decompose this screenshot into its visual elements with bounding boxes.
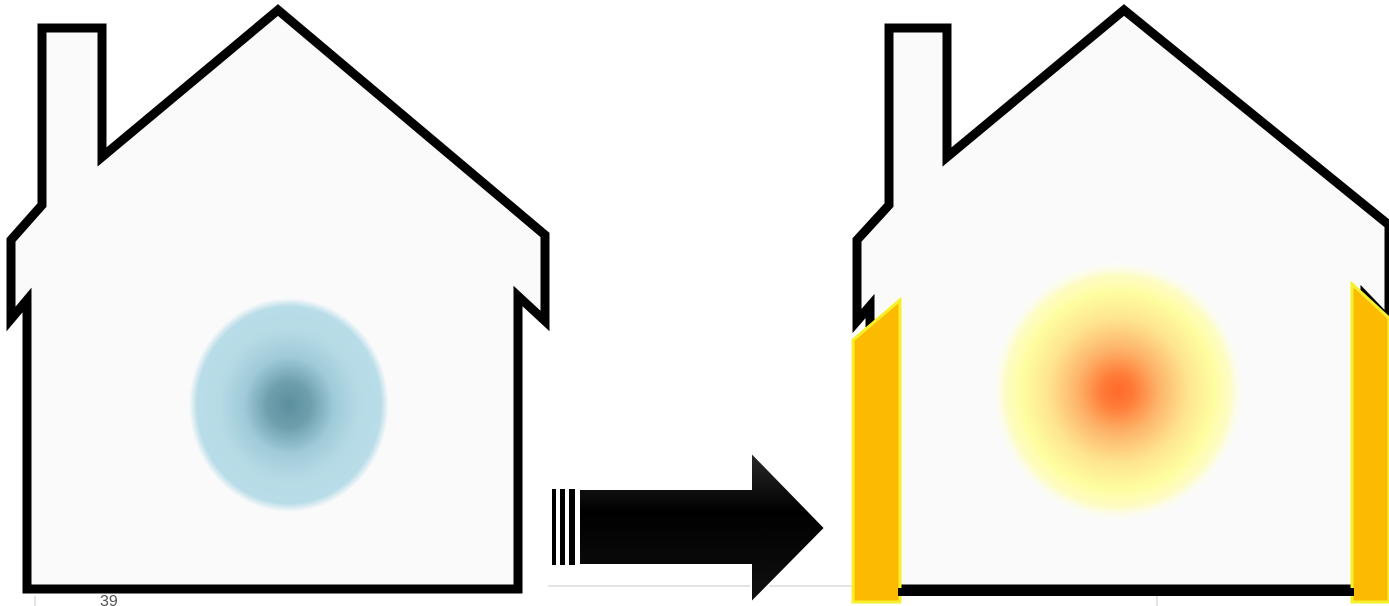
right-house-group	[853, 10, 1389, 602]
insulation-panel-right	[1352, 284, 1389, 602]
left-house-group	[11, 10, 545, 589]
right-arrow-icon	[552, 452, 825, 603]
warm-heat-glow-icon	[990, 259, 1246, 523]
insulation-panel-left	[853, 300, 900, 602]
page-number: 39	[100, 594, 118, 606]
cold-heat-glow-icon	[189, 298, 389, 512]
